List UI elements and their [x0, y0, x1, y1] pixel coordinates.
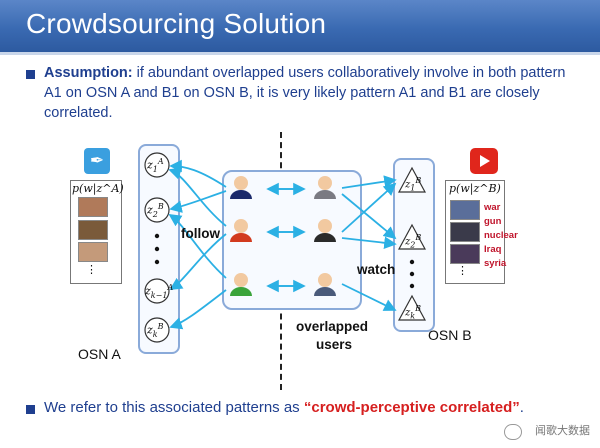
dist-b-title: p(w|z^B) — [449, 182, 501, 195]
conclusion-text: We refer to this associated patterns as — [44, 399, 304, 416]
topic-node-zkb — [397, 294, 427, 321]
users-label: users — [316, 337, 353, 352]
assumption-text: if abundant overlapped users collaborati… — [44, 65, 566, 121]
thumbnail-image — [450, 200, 480, 220]
overlapped-label: overlapped — [296, 319, 369, 334]
bullet-square-icon — [26, 70, 35, 79]
assumption-label: Assumption: — [44, 65, 133, 81]
conclusion-end: . — [519, 399, 524, 416]
wechat-icon — [504, 424, 522, 440]
topic-word: syria — [484, 258, 507, 269]
thumbnail-image — [78, 197, 108, 217]
ellipsis-a: ⋮ — [86, 263, 97, 276]
dist-a-title: p(w|z^A) — [72, 182, 124, 195]
osn-b-label: OSN B — [428, 327, 472, 343]
watch-label: watch — [357, 262, 396, 277]
topic-dots-a — [154, 233, 160, 265]
youtube-play-icon — [470, 148, 498, 174]
topic-nodes-a — [144, 152, 170, 343]
node-label-zkb: zkB — [405, 304, 422, 321]
thumbnail-image — [450, 244, 480, 264]
user-icons-left — [230, 176, 252, 296]
node-label-z2b: z2B — [405, 233, 422, 250]
twitter-bird-icon: ✒ — [84, 148, 110, 174]
topic-dots-b — [409, 259, 415, 289]
watermark-text: 闻歌大数据 — [535, 425, 590, 437]
node-label-z1b: z1B — [405, 176, 422, 193]
thumbnail-image — [78, 242, 108, 262]
node-label-z2a: z2B — [147, 202, 164, 219]
slide-title: Crowdsourcing Solution — [26, 8, 327, 39]
topic-node-zk1a — [144, 278, 170, 304]
follow-label: follow — [181, 226, 220, 241]
assumption-paragraph: Assumption: if abundant overlapped users… — [44, 63, 584, 123]
topic-word: gun — [484, 216, 502, 227]
link-arrows — [266, 182, 306, 293]
topic-word: war — [484, 202, 501, 213]
osn-a-label: OSN A — [78, 346, 121, 362]
topic-node-z2a — [144, 197, 170, 223]
bullet-square-icon — [26, 405, 35, 414]
topic-node-z1a — [144, 152, 170, 178]
follow-arrows — [168, 159, 227, 330]
node-label-zka: zkB — [147, 322, 164, 339]
topic-word: nuclear — [484, 230, 518, 241]
topic-word: Iraq — [484, 244, 502, 255]
node-label-zk1a: zk−1A — [145, 283, 174, 300]
conclusion-sentence: We refer to this associated patterns as … — [44, 399, 594, 416]
conclusion-highlight: “crowd-perceptive correlated” — [303, 399, 520, 416]
ellipsis-b: ⋮ — [457, 264, 468, 277]
thumbnail-image — [450, 222, 480, 242]
topic-node-z1b — [397, 166, 427, 193]
topic-node-zka — [144, 317, 170, 343]
title-bar: Crowdsourcing Solution — [0, 0, 600, 52]
watch-arrows — [341, 175, 397, 311]
node-label-z1a: z1A — [147, 157, 164, 174]
user-icons-right — [314, 176, 336, 296]
title-underline — [0, 52, 600, 55]
topic-nodes-b — [397, 166, 427, 321]
topic-node-z2b — [397, 223, 427, 250]
thumbnail-image — [78, 220, 108, 240]
